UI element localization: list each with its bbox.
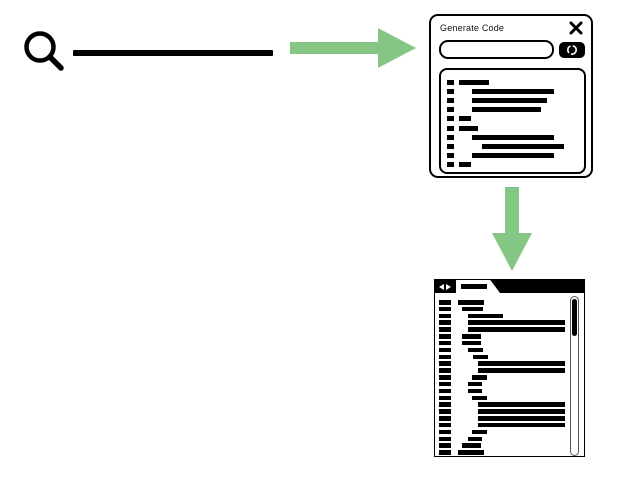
- line-number-marker: [447, 89, 454, 95]
- refresh-icon: [567, 45, 577, 55]
- line-number-marker: [439, 300, 451, 305]
- code-line-bar: [472, 395, 487, 401]
- forward-icon[interactable]: [446, 283, 451, 290]
- line-number-marker: [439, 409, 451, 414]
- line-number-marker: [439, 375, 451, 380]
- code-line-bar: [472, 152, 554, 158]
- line-number-marker: [447, 80, 454, 85]
- code-line-bar: [478, 361, 565, 366]
- dialog-title: Generate Code: [440, 23, 505, 33]
- line-number-marker: [439, 381, 451, 387]
- code-line-bar: [468, 381, 482, 387]
- code-line-bar: [472, 98, 547, 104]
- code-line-bar: [459, 80, 489, 85]
- line-number-marker: [439, 388, 451, 394]
- code-line-bar: [468, 313, 503, 319]
- line-number-marker: [439, 402, 451, 407]
- editor-code-area: [435, 293, 571, 458]
- editor-file-tab[interactable]: [456, 280, 500, 293]
- redacted-query-bar: [73, 50, 273, 56]
- code-editor-window: [434, 279, 585, 457]
- generated-code-preview: [439, 68, 586, 174]
- nav-icons: [439, 283, 451, 290]
- line-number-marker: [447, 116, 454, 122]
- code-line-bar: [462, 306, 483, 312]
- code-line-bar: [459, 125, 478, 131]
- line-number-marker: [439, 340, 451, 346]
- code-line-bar: [478, 416, 565, 421]
- code-line-bar: [472, 375, 487, 380]
- prompt-input[interactable]: [439, 40, 554, 59]
- line-number-marker: [447, 125, 454, 131]
- code-line-bar: [478, 409, 565, 414]
- line-number-marker: [439, 347, 451, 353]
- generate-code-dialog: Generate Code: [429, 14, 593, 178]
- arrow-down-icon: [492, 187, 532, 271]
- code-line-bar: [472, 134, 554, 140]
- line-number-marker: [439, 306, 451, 312]
- line-number-marker: [439, 320, 451, 325]
- arrow-right-icon: [290, 28, 416, 68]
- code-line-bar: [468, 388, 482, 394]
- scrollbar-track[interactable]: [570, 295, 579, 456]
- refresh-button[interactable]: [559, 42, 585, 58]
- line-number-marker: [439, 422, 451, 428]
- line-number-marker: [439, 361, 451, 366]
- code-line-bar: [468, 436, 482, 442]
- code-line-bar: [472, 107, 541, 113]
- magnifier-icon: [24, 31, 64, 71]
- code-line-bar: [468, 327, 565, 332]
- editor-body: [435, 293, 584, 456]
- code-line-bar: [458, 300, 484, 305]
- code-line-bar: [459, 161, 471, 167]
- line-number-marker: [447, 107, 454, 113]
- close-icon[interactable]: [569, 21, 583, 35]
- line-number-marker: [447, 161, 454, 167]
- line-number-marker: [439, 416, 451, 421]
- line-number-marker: [447, 143, 454, 149]
- code-line-bar: [468, 320, 565, 325]
- line-number-marker: [447, 152, 454, 158]
- code-line-bar: [458, 450, 484, 455]
- code-line-bar: [478, 402, 565, 407]
- line-number-marker: [439, 429, 451, 435]
- editor-titlebar: [435, 280, 584, 293]
- code-line-bar: [473, 354, 488, 360]
- code-line-bar: [459, 116, 471, 122]
- scrollbar-thumb[interactable]: [572, 298, 577, 336]
- code-line-bar: [478, 368, 565, 373]
- back-icon[interactable]: [439, 283, 444, 290]
- code-line-bar: [472, 429, 487, 435]
- code-line-bar: [462, 334, 481, 339]
- line-number-marker: [439, 334, 451, 339]
- line-number-marker: [447, 134, 454, 140]
- line-number-marker: [439, 327, 451, 332]
- line-number-marker: [439, 354, 451, 360]
- code-line-bar: [482, 143, 564, 149]
- line-number-marker: [439, 313, 451, 319]
- code-line-bar: [462, 340, 481, 346]
- tab-label-bar: [461, 284, 487, 289]
- line-number-marker: [439, 450, 451, 455]
- line-number-marker: [439, 395, 451, 401]
- code-line-bar: [478, 422, 565, 428]
- line-number-marker: [439, 368, 451, 373]
- code-line-bar: [462, 443, 481, 448]
- line-number-marker: [439, 436, 451, 442]
- code-line-bar: [472, 89, 554, 95]
- code-line-bar: [468, 347, 483, 353]
- line-number-marker: [439, 443, 451, 448]
- line-number-marker: [447, 98, 454, 104]
